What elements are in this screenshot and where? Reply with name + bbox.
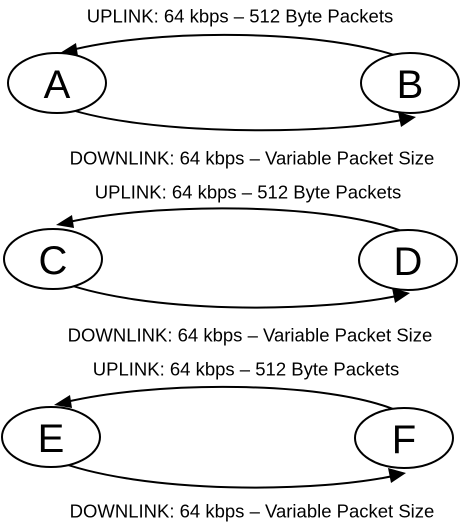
- link-diagram-cd: UPLINK: 64 kbps – 512 Byte Packets C D D…: [3, 182, 458, 346]
- uplink-label-ab: UPLINK: 64 kbps – 512 Byte Packets: [87, 6, 393, 27]
- downlink-arc-ab: [59, 105, 413, 132]
- uplink-arrowhead-ef: [54, 395, 72, 408]
- node-e: [1, 406, 101, 468]
- downlink-label-ab: DOWNLINK: 64 kbps – Variable Packet Size: [70, 148, 435, 169]
- node-c-label: C: [39, 239, 68, 283]
- node-b: [360, 52, 460, 114]
- uplink-arrowhead-cd: [56, 215, 74, 228]
- link-diagram-ab: UPLINK: 64 kbps – 512 Byte Packets A B D…: [7, 6, 460, 169]
- uplink-arc-ef: [57, 385, 401, 413]
- downlink-arrowhead-ab: [398, 112, 416, 127]
- uplink-label-cd: UPLINK: 64 kbps – 512 Byte Packets: [95, 182, 401, 203]
- node-f-label: F: [392, 418, 416, 462]
- node-b-label: B: [397, 63, 424, 107]
- node-d: [358, 229, 458, 291]
- downlink-label-cd: DOWNLINK: 64 kbps – Variable Packet Size: [68, 325, 433, 346]
- node-d-label: D: [394, 240, 423, 284]
- uplink-arc-ab: [63, 33, 409, 61]
- link-diagram-ef: UPLINK: 64 kbps – 512 Byte Packets E F D…: [1, 359, 454, 522]
- node-e-label: E: [38, 417, 65, 461]
- downlink-arc-ef: [53, 459, 403, 489]
- node-a-label: A: [44, 63, 71, 107]
- node-a: [7, 52, 107, 114]
- downlink-arc-cd: [55, 279, 407, 309]
- downlink-arrowhead-ef: [388, 468, 406, 483]
- node-c: [3, 228, 103, 290]
- uplink-arc-cd: [59, 207, 405, 233]
- downlink-label-ef: DOWNLINK: 64 kbps – Variable Packet Size: [70, 501, 435, 522]
- downlink-arrowhead-cd: [392, 288, 410, 303]
- node-f: [354, 407, 454, 469]
- uplink-label-ef: UPLINK: 64 kbps – 512 Byte Packets: [93, 359, 399, 380]
